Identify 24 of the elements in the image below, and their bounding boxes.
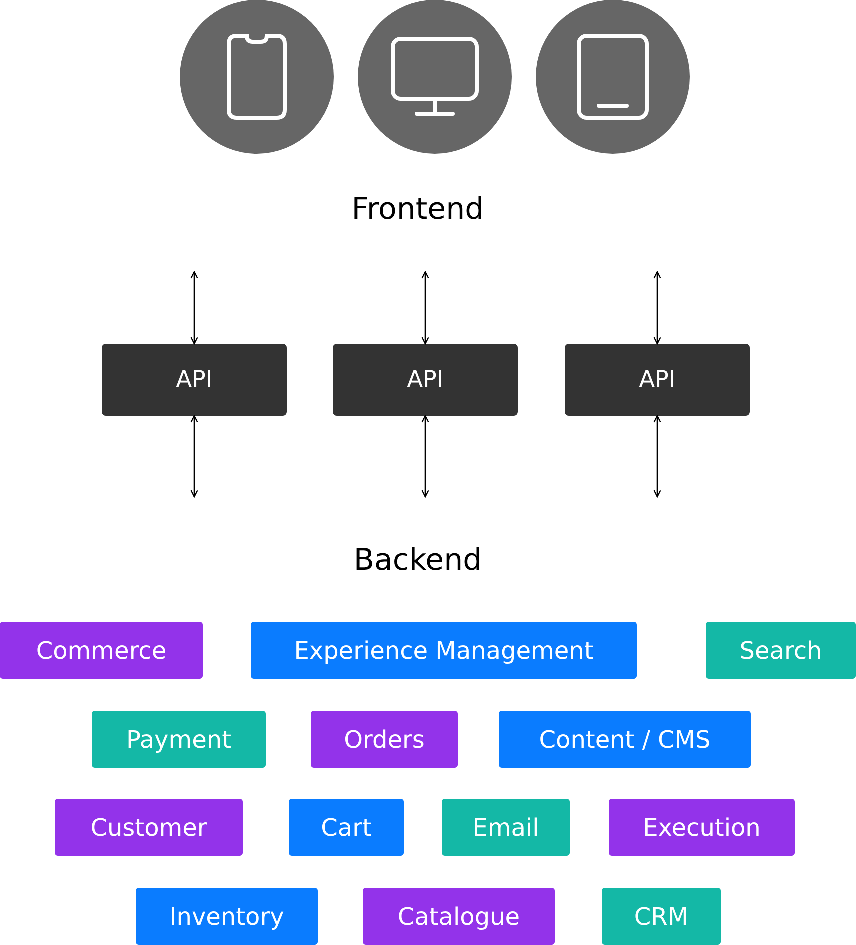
api-box: API [565,344,750,416]
service-tag: Catalogue [363,888,555,945]
double-arrow [654,271,662,345]
service-tag: Cart [289,799,404,856]
service-tag: Execution [609,799,795,856]
service-tag: Orders [311,711,458,768]
service-tag: Inventory [136,888,318,945]
section-heading: Backend [354,543,482,578]
service-tag: Search [706,622,856,679]
service-tag: Email [442,799,570,856]
double-arrow [190,271,198,345]
double-arrow [190,415,198,498]
api-box: API [333,344,518,416]
double-arrow [422,415,430,498]
double-arrow [654,415,662,498]
service-tag: Customer [55,799,243,856]
service-tag: CRM [602,888,721,945]
service-tag: Experience Management [251,622,637,679]
service-tag: Content / CMS [499,711,751,768]
service-tag: Payment [92,711,266,768]
api-box: API [102,344,287,416]
section-heading: Frontend [352,192,484,227]
service-tag: Commerce [0,622,203,679]
double-arrow [422,271,430,345]
